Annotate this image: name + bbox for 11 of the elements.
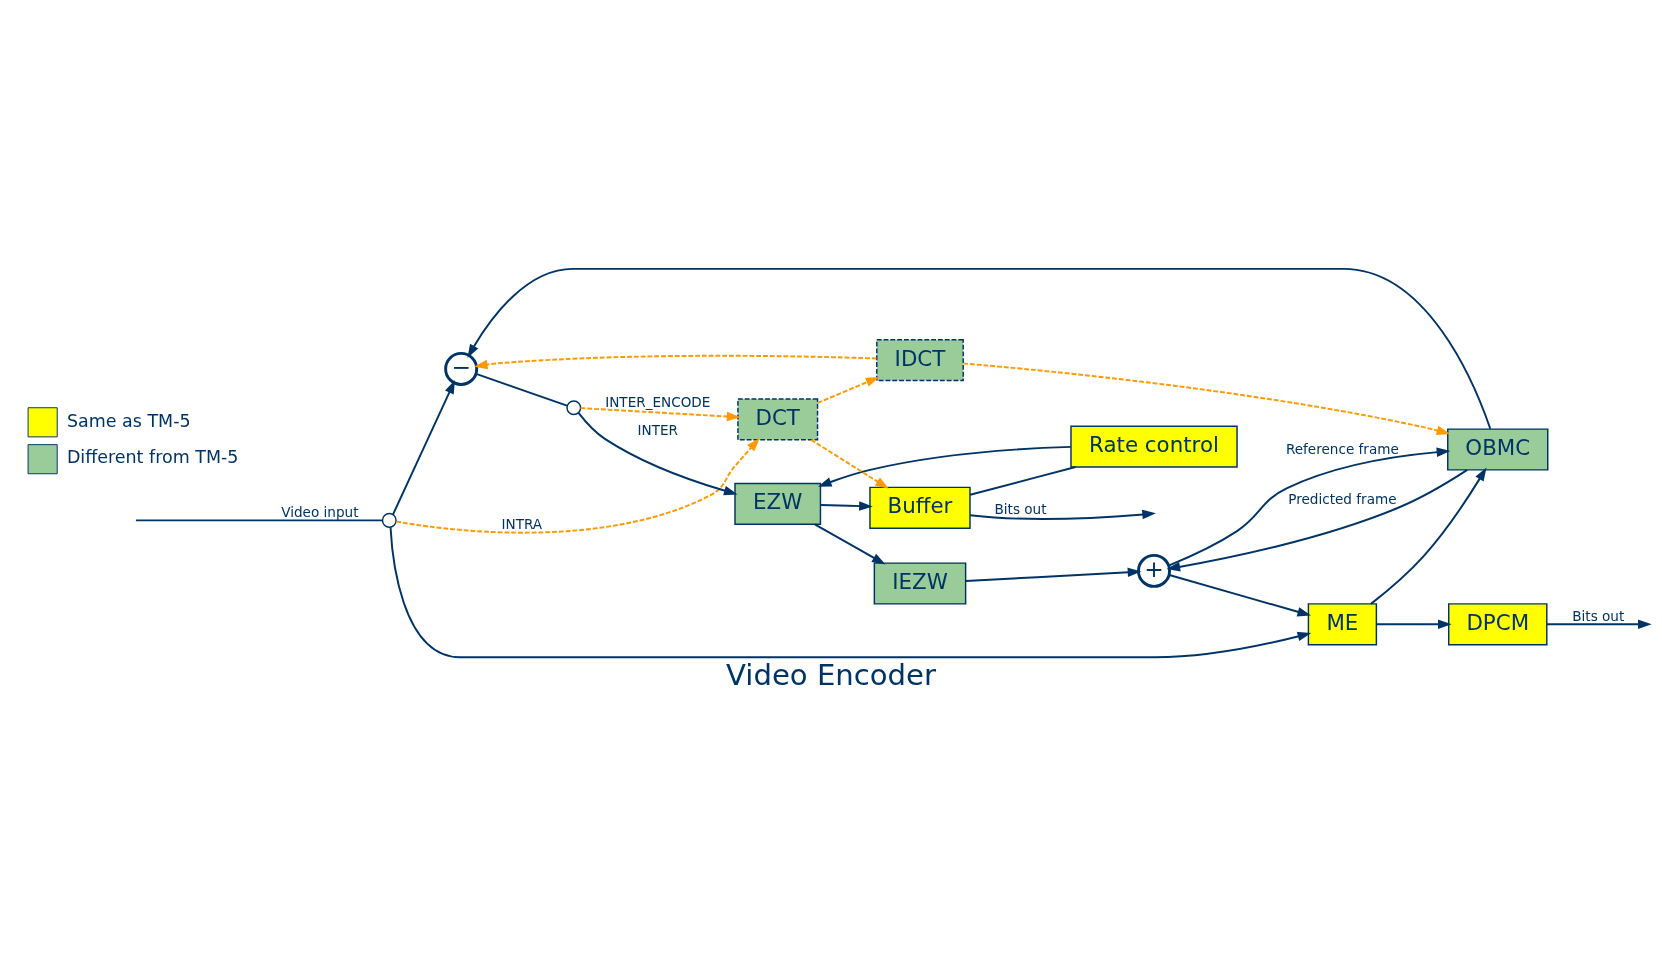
diagram-title: Video Encoder [726,657,936,692]
legend-label: Same as TM-5 [66,410,191,431]
edge-label: Bits out [1572,607,1625,624]
edge-label: Predicted frame [1288,491,1397,508]
edge-label: INTER [637,422,679,439]
edge-label: INTER_ENCODE [605,393,711,410]
edge-label: Video input [281,503,359,520]
legend-label: Different from TM-5 [66,447,239,468]
edge-label: Reference frame [1285,440,1399,457]
edge-label: INTRA [501,516,543,533]
edge-label: Bits out [994,500,1047,517]
